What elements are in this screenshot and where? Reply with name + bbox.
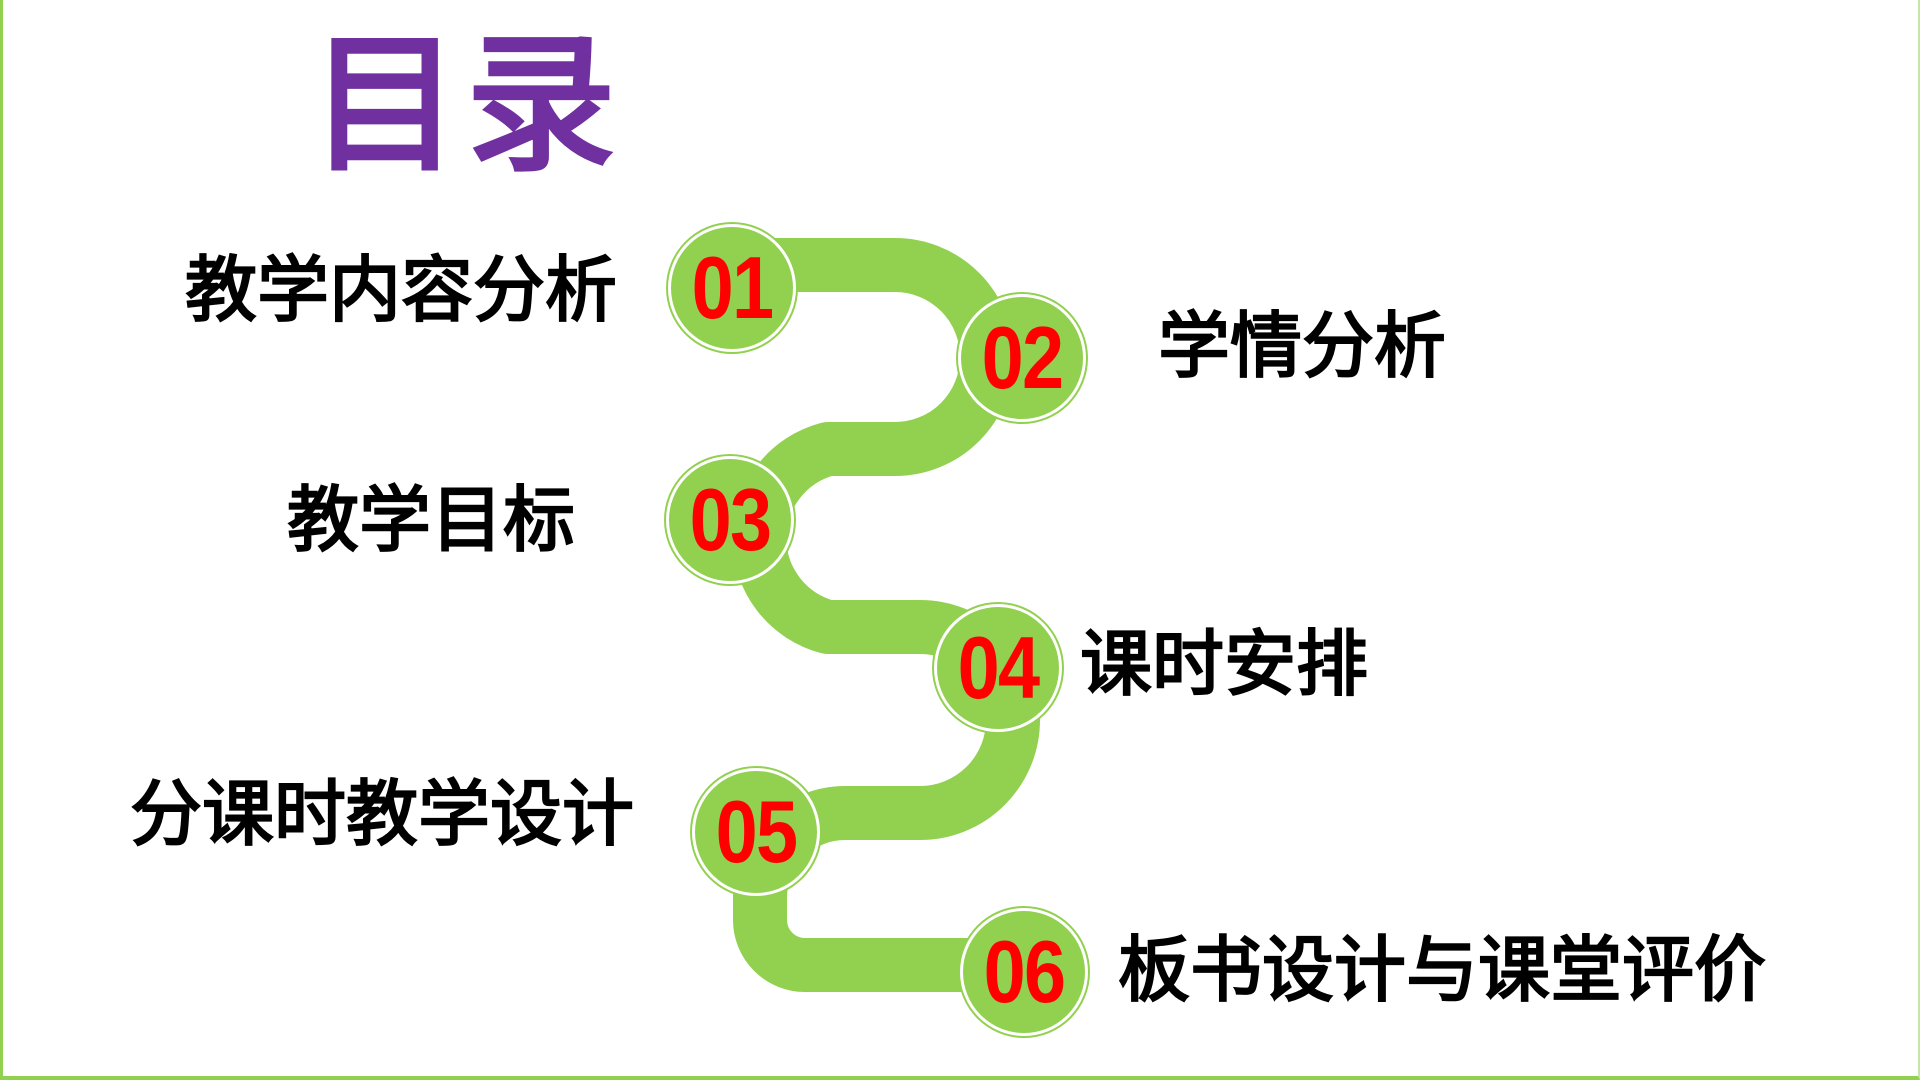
item-label-03[interactable]: 教学目标 [287,478,576,562]
item-label-06[interactable]: 板书设计与课堂评价 [1118,928,1767,1012]
node-03[interactable]: 03 [666,456,794,584]
node-02-number: 02 [981,308,1064,407]
node-01-number: 01 [691,238,774,337]
item-label-04[interactable]: 课时安排 [1080,622,1369,706]
node-06-number: 06 [983,922,1066,1021]
node-05[interactable]: 05 [692,768,820,896]
node-01[interactable]: 01 [668,224,796,352]
page-title: 目录 [310,17,623,193]
node-04[interactable]: 04 [934,604,1062,732]
node-06[interactable]: 06 [960,908,1088,1036]
item-label-05[interactable]: 分课时教学设计 [130,772,635,856]
item-label-02[interactable]: 学情分析 [1158,304,1447,388]
node-04-number: 04 [957,618,1040,717]
node-02[interactable]: 02 [958,294,1086,422]
item-label-01[interactable]: 教学内容分析 [185,248,618,332]
node-03-number: 03 [689,470,772,569]
node-05-number: 05 [715,782,798,881]
